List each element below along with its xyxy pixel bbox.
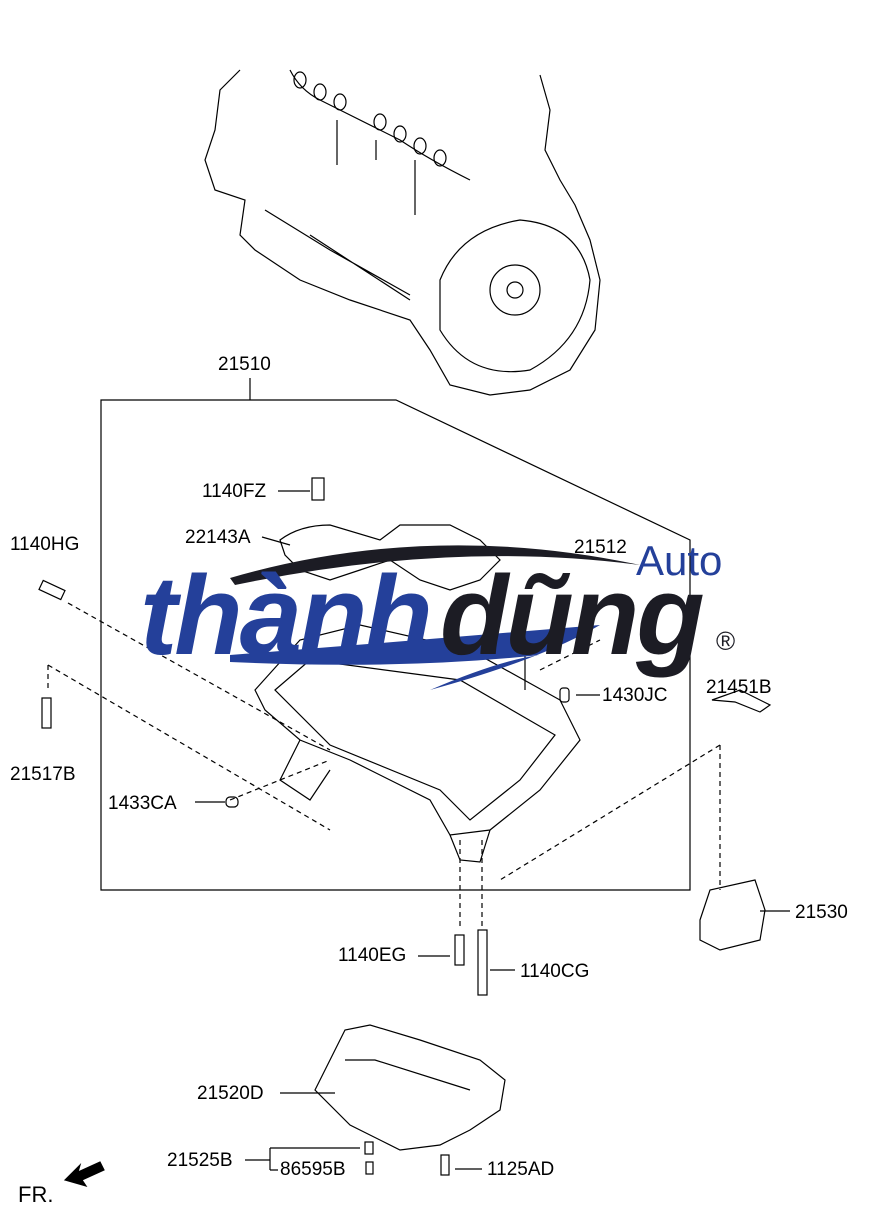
bracket-21451B-drawing — [711, 689, 772, 713]
gasket-drawing — [279, 524, 501, 591]
part-label-1140CG[interactable]: 1140CG — [520, 961, 590, 982]
bolt-drawings — [38, 477, 570, 1176]
part-label-22143A[interactable]: 22143A — [185, 527, 251, 548]
part-label-1125AD[interactable]: 1125AD — [487, 1159, 555, 1180]
part-label-86595B[interactable]: 86595B — [280, 1159, 346, 1180]
part-label-21451B[interactable]: 21451B — [706, 677, 772, 698]
front-arrow-icon — [63, 1161, 105, 1188]
part-label-1433CA[interactable]: 1433CA — [108, 793, 177, 814]
part-label-21530[interactable]: 21530 — [795, 902, 848, 923]
leader-lines — [47, 602, 721, 930]
part-label-1140EG[interactable]: 1140EG — [338, 945, 407, 966]
part-label-21525B[interactable]: 21525B — [167, 1150, 233, 1171]
part-label-1430JC[interactable]: 1430JC — [602, 685, 668, 706]
part-label-1140FZ[interactable]: 1140FZ — [202, 481, 267, 502]
part-label-1140HG[interactable]: 1140HG — [10, 534, 80, 555]
watermark-registered: ® — [716, 626, 736, 656]
part-label-21520D[interactable]: 21520D — [197, 1083, 264, 1104]
part-label-21512[interactable]: 21512 — [574, 537, 627, 558]
shield-21530-drawing — [699, 879, 766, 951]
engine-block-drawing — [204, 69, 601, 396]
watermark-auto: Auto — [636, 537, 723, 584]
oil-pan-drawing — [254, 624, 581, 863]
part-label-21510[interactable]: 21510 — [218, 354, 271, 375]
lower-pan-drawing — [314, 1024, 506, 1151]
watermark-part2: dũng — [440, 553, 705, 678]
part-label-21517B[interactable]: 21517B — [10, 764, 76, 785]
assembly-frame — [100, 378, 691, 891]
watermark-part1: thành — [140, 553, 433, 678]
front-direction-label: FR. — [18, 1182, 54, 1207]
label-leaders — [195, 490, 790, 1171]
